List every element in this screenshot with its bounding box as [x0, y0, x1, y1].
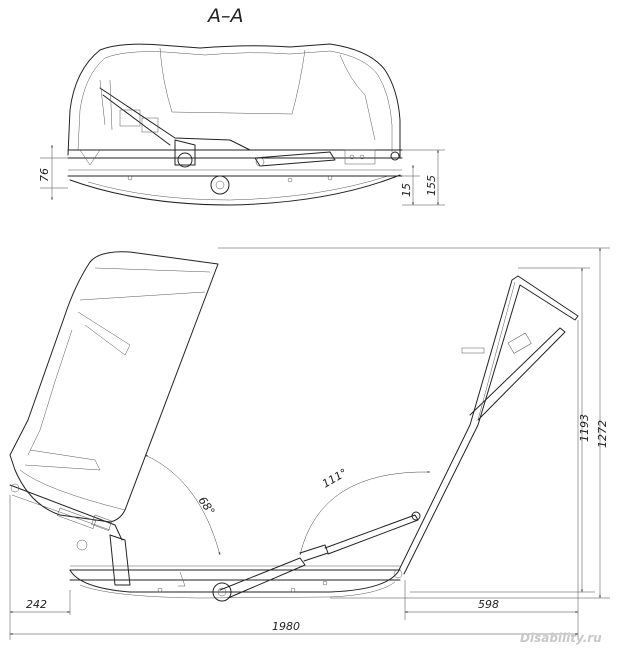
dim-top-left-height: 76 [38, 168, 51, 182]
top-dimensions: 76 15 155 [38, 144, 445, 206]
watermark: Disability.ru [520, 631, 602, 645]
top-section-view [67, 43, 403, 206]
dim-height-inner: 1193 [578, 414, 591, 442]
dim-top-right-height: 155 [425, 175, 438, 196]
side-dimensions: 1193 1272 242 598 1980 [9, 247, 610, 640]
backrest-shell [9, 251, 219, 523]
angle-leg: 111° [320, 466, 349, 491]
dim-left-offset: 242 [26, 598, 47, 611]
section-title: A–A [206, 5, 244, 27]
dim-right-offset: 598 [478, 598, 499, 611]
dim-top-right-small: 15 [400, 183, 413, 197]
seat-shell [67, 43, 401, 159]
base-curve [69, 174, 401, 206]
dim-height-outer: 1272 [596, 420, 609, 448]
angle-backrest: 68° [196, 494, 218, 517]
side-view [9, 251, 579, 602]
dim-total-length: 1980 [272, 620, 300, 633]
seat-rocker [69, 569, 399, 593]
leg-rest-frame [397, 275, 579, 575]
angle-annotations: 68° 111° [144, 454, 431, 556]
